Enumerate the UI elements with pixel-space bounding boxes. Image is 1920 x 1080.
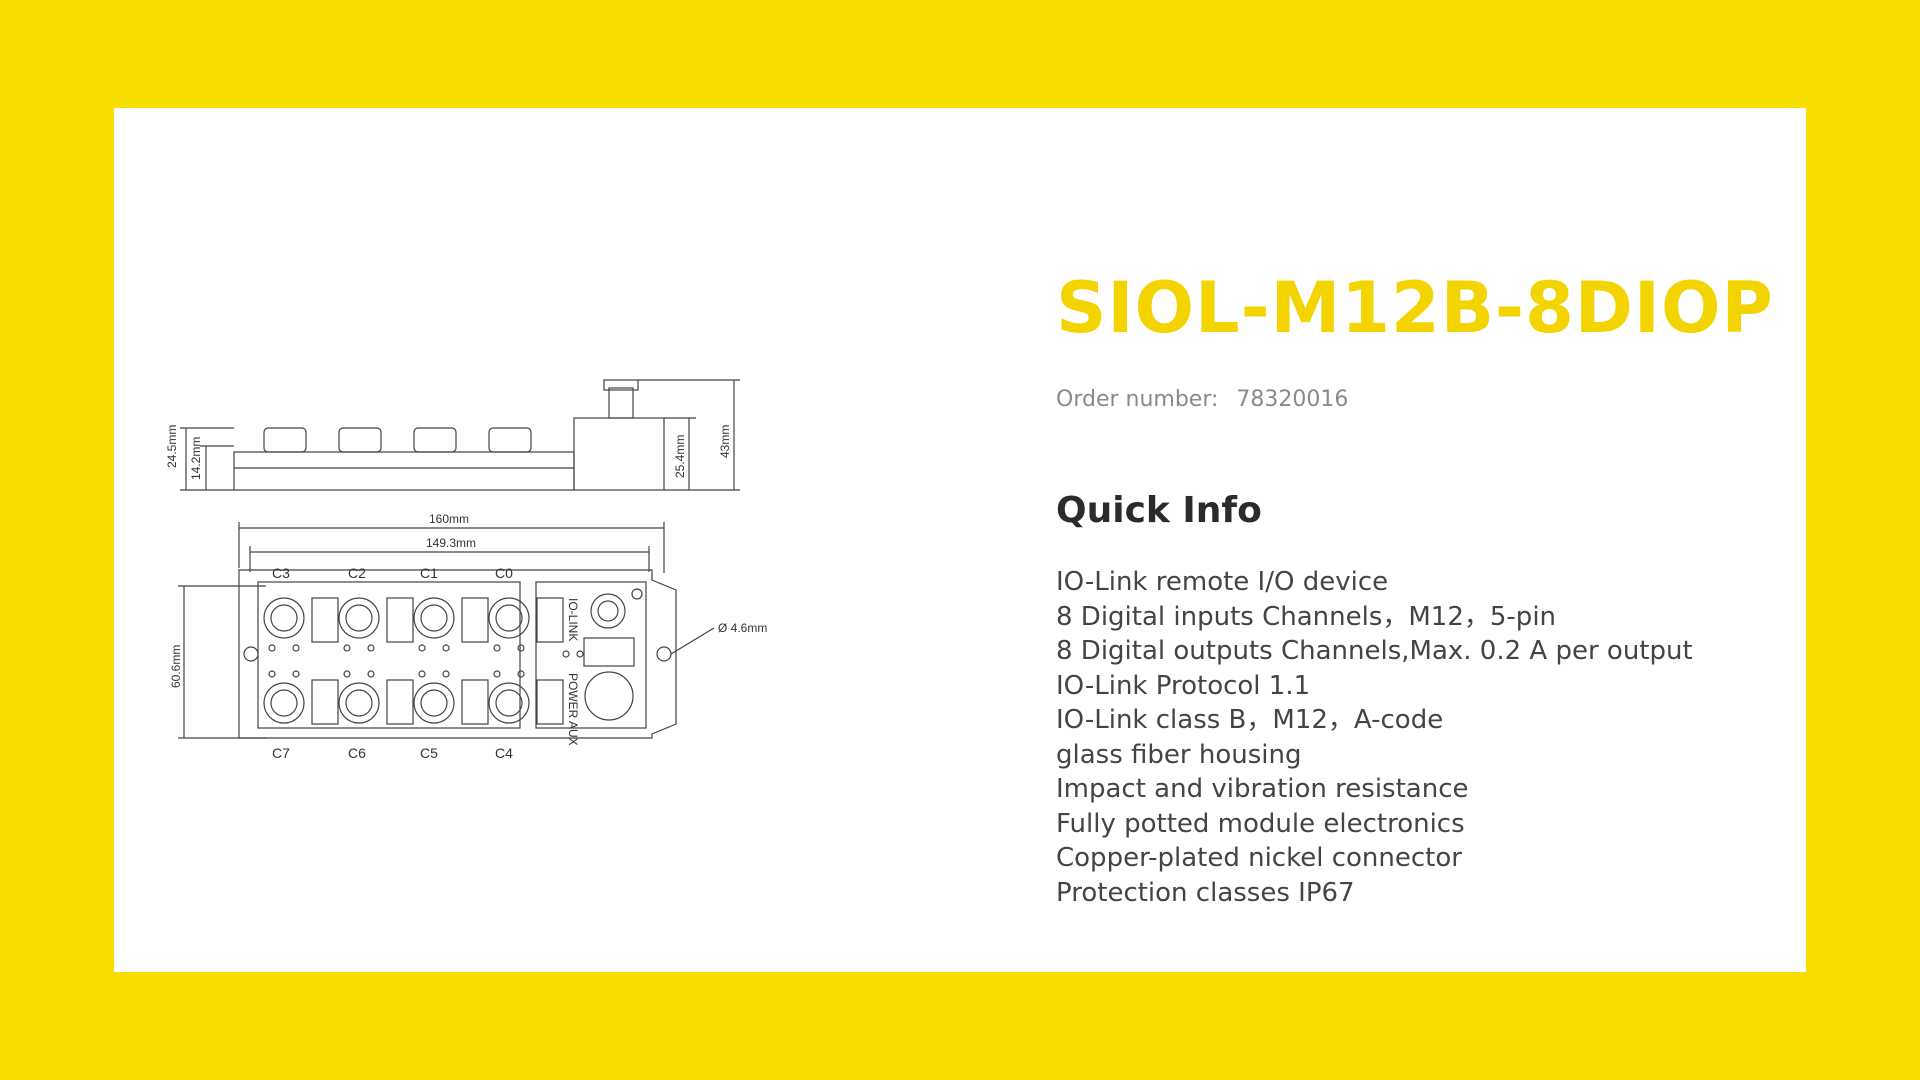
quick-info-heading: Quick Info bbox=[1056, 490, 1262, 531]
feature-item: glass fiber housing bbox=[1056, 739, 1302, 770]
feature-item: IO-Link Protocol 1.1 bbox=[1056, 670, 1311, 701]
label-c4: C4 bbox=[495, 745, 513, 761]
label-c1: C1 bbox=[420, 565, 438, 581]
dim-total-length: 160mm bbox=[429, 512, 469, 526]
order-number-label: Order number: bbox=[1056, 387, 1219, 412]
top-view-control-area bbox=[535, 581, 647, 729]
mount-hole-left bbox=[243, 646, 259, 662]
side-text-power: POWER AUX bbox=[566, 673, 580, 746]
dim-height-2: 14.2mm bbox=[189, 437, 203, 480]
feature-item: Copper-plated nickel connector bbox=[1056, 843, 1462, 873]
side-view-block bbox=[573, 417, 665, 491]
feature-item: Protection classes IP67 bbox=[1056, 877, 1355, 908]
order-number-row: Order number: 78320016 bbox=[1056, 387, 1776, 412]
dim-inner-length: 149.3mm bbox=[426, 536, 476, 550]
mount-hole-right bbox=[656, 646, 672, 662]
dimension-drawing-svg: 24.5mm 14.2mm 25.4mm 43mm 160mm 149.3mm … bbox=[165, 379, 767, 761]
label-c5: C5 bbox=[420, 745, 438, 761]
feature-item: IO-Link remote I/O device bbox=[1056, 567, 1389, 597]
label-c0: C0 bbox=[495, 565, 513, 581]
dim-height-4: 43mm bbox=[718, 425, 732, 458]
label-c3: C3 bbox=[272, 565, 290, 581]
side-view-connector bbox=[608, 387, 634, 419]
feature-item: 8 Digital inputs Channels，M12，5-pin bbox=[1056, 601, 1557, 632]
feature-item: 8 Digital outputs Channels,Max. 0.2 A pe… bbox=[1056, 636, 1693, 666]
label-c7: C7 bbox=[272, 745, 290, 761]
feature-item: Fully potted module electronics bbox=[1056, 808, 1465, 839]
side-view-port-1 bbox=[263, 427, 307, 453]
dim-hole: Ø 4.6mm bbox=[718, 621, 767, 635]
top-view-body bbox=[238, 569, 677, 739]
dim-height-1: 24.5mm bbox=[165, 425, 179, 468]
side-view-base bbox=[233, 451, 575, 491]
dim-width: 60.6mm bbox=[169, 645, 183, 688]
side-view-port-4 bbox=[488, 427, 532, 453]
order-number-value: 78320016 bbox=[1236, 387, 1349, 412]
technical-drawing: 24.5mm 14.2mm 25.4mm 43mm 160mm 149.3mm … bbox=[154, 328, 914, 888]
feature-item: Impact and vibration resistance bbox=[1056, 774, 1469, 804]
product-info: SIOL-M12B-8DIOP Order number:78320016 Qu… bbox=[1056, 273, 1776, 910]
label-c2: C2 bbox=[348, 565, 366, 581]
feature-item: IO-Link class B，M12，A-code bbox=[1056, 705, 1444, 735]
top-view-port-area bbox=[257, 581, 521, 729]
product-title: SIOL-M12B-8DIOP bbox=[1056, 267, 1774, 349]
label-c6: C6 bbox=[348, 745, 366, 761]
side-view-port-2 bbox=[338, 427, 382, 453]
side-view-connector-cap bbox=[603, 379, 639, 391]
dim-height-3: 25.4mm bbox=[673, 435, 687, 478]
side-text-io-link: IO-LINK bbox=[566, 598, 580, 641]
feature-list: IO-Link remote I/O device 8 Digital inpu… bbox=[1056, 565, 1776, 910]
side-view-port-3 bbox=[413, 427, 457, 453]
product-card: 24.5mm 14.2mm 25.4mm 43mm 160mm 149.3mm … bbox=[114, 108, 1806, 972]
